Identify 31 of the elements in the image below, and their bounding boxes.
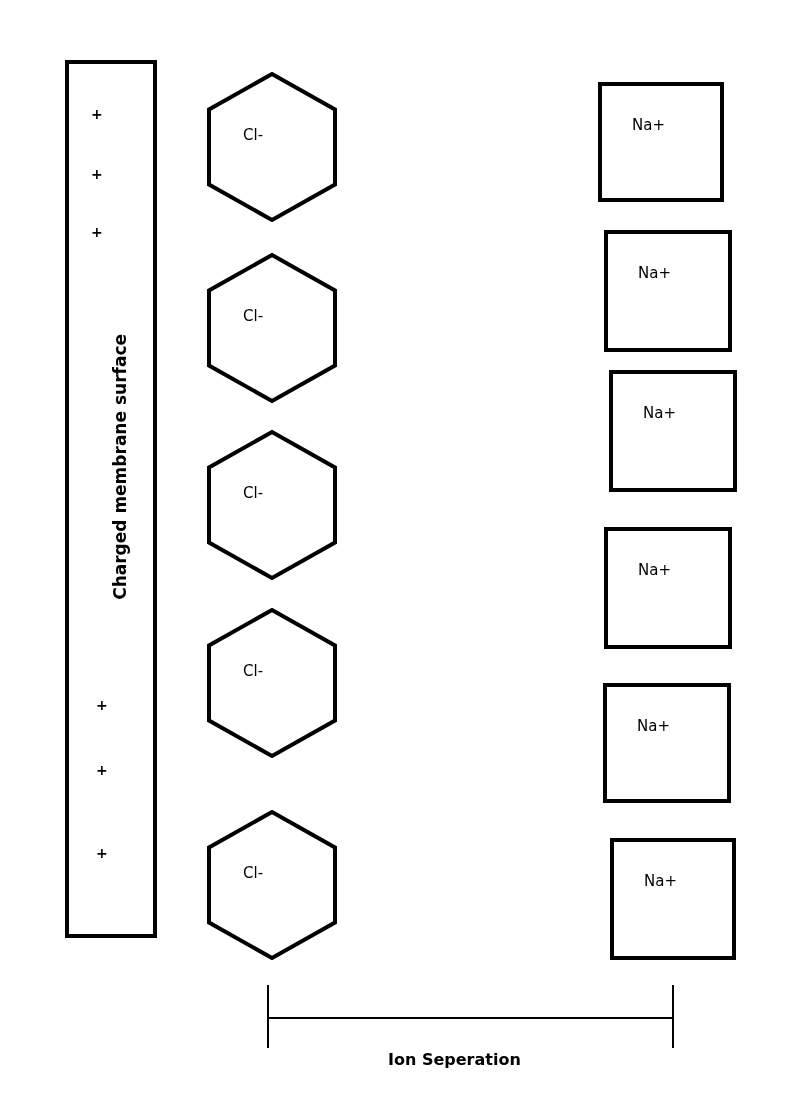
ion-label: Na+ (638, 561, 671, 579)
hexagon (207, 810, 337, 960)
square (610, 838, 736, 960)
hexagon (207, 430, 337, 580)
hexagon (207, 253, 337, 403)
plus-sign: + (91, 166, 103, 182)
membrane-label: Charged membrane surface (110, 334, 130, 600)
ion-label: Na+ (632, 116, 665, 134)
ion-label: Na+ (638, 264, 671, 282)
square (609, 370, 737, 492)
square (604, 230, 732, 352)
ion-label: Na+ (637, 717, 670, 735)
plus-sign: + (96, 845, 108, 861)
square (598, 82, 724, 202)
ion-label: Cl- (243, 307, 264, 325)
hexagon (207, 608, 337, 758)
plus-sign: + (96, 762, 108, 778)
plus-sign: + (91, 106, 103, 122)
plus-sign: + (91, 224, 103, 240)
ion-label: Na+ (643, 404, 676, 422)
membrane-bar (65, 60, 157, 938)
hexagon (207, 72, 337, 222)
ion-label: Cl- (243, 662, 264, 680)
ion-label: Cl- (243, 864, 264, 882)
ion-label: Na+ (644, 872, 677, 890)
dimension-label: Ion Seperation (388, 1050, 521, 1069)
square (604, 527, 732, 649)
square (603, 683, 731, 803)
plus-sign: + (96, 697, 108, 713)
ion-label: Cl- (243, 484, 264, 502)
ion-label: Cl- (243, 126, 264, 144)
